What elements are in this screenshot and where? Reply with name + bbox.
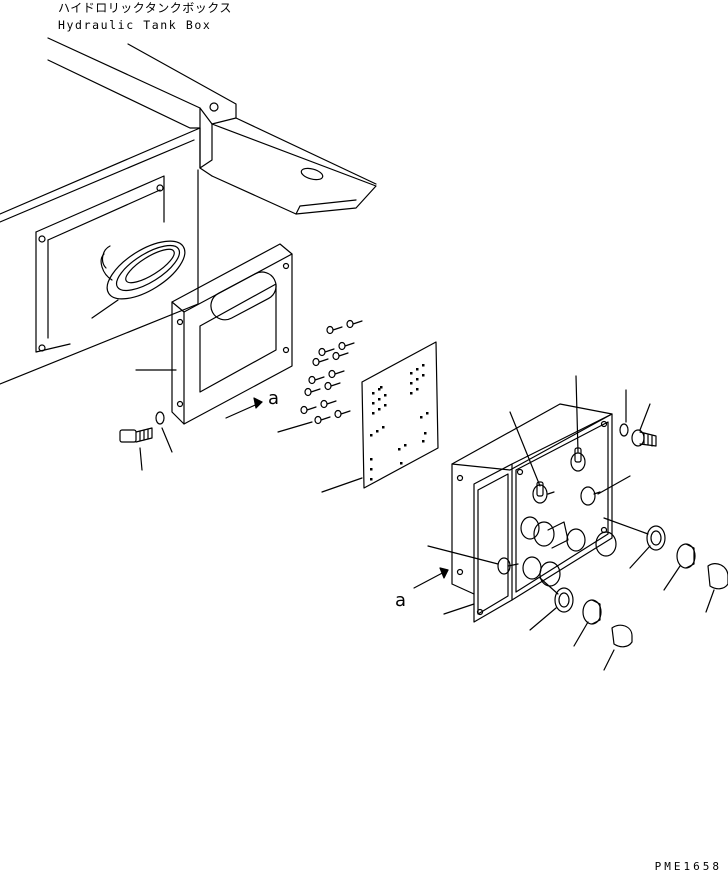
decal-dot (416, 388, 419, 391)
decal-dot (410, 382, 413, 385)
decal-dot (372, 392, 375, 395)
screws-cluster (277, 319, 363, 433)
decal-dot (400, 462, 403, 465)
decal-dot (376, 430, 379, 433)
decal-dot (380, 386, 383, 389)
decal-dot (378, 388, 381, 391)
knob-spacer-right (663, 543, 696, 591)
decal-dot (416, 378, 419, 381)
decal-dot (422, 374, 425, 377)
knob-cap-lower (603, 624, 633, 671)
decal-dot (384, 404, 387, 407)
screw (346, 319, 363, 329)
decal-dot (378, 398, 381, 401)
screw (320, 399, 337, 409)
screw (312, 357, 329, 367)
screw (324, 381, 341, 391)
decal-dot (372, 402, 375, 405)
screw (304, 387, 321, 397)
decal-dot (426, 412, 429, 415)
nut-lower (529, 577, 574, 631)
decal-dot (370, 478, 373, 481)
title-japanese: ハイドロリックタンクボックス (58, 1, 232, 15)
screw (332, 351, 349, 361)
decal-dot (420, 416, 423, 419)
decal-dot (422, 440, 425, 443)
bolt-right (631, 403, 657, 447)
screw (328, 369, 345, 379)
screw (334, 409, 351, 419)
knob-cap-right (705, 563, 728, 613)
hydraulic-tank-box (0, 37, 377, 385)
screw (300, 405, 317, 415)
nut-right (603, 517, 666, 569)
decal-dot (370, 434, 373, 437)
view-marker-upper: a (268, 388, 280, 409)
control-panel-box (427, 375, 631, 623)
decal-dot (370, 458, 373, 461)
screw (314, 415, 331, 425)
view-arrow-a-upper (225, 397, 263, 419)
decal-dot (404, 444, 407, 447)
title-english: Hydraulic Tank Box (58, 18, 212, 32)
view-marker-lower: a (395, 590, 407, 611)
rotary-knobs (497, 516, 617, 587)
decal-dot (378, 408, 381, 411)
toggle-switch (532, 481, 555, 504)
toggle-switch (580, 486, 601, 506)
screw (308, 375, 325, 385)
decal-sheet (321, 341, 439, 493)
reference-code: PME1658 (654, 860, 722, 873)
screw (326, 325, 343, 335)
decal-dot (384, 394, 387, 397)
decal-dot (382, 426, 385, 429)
grommet (100, 240, 186, 300)
view-arrow-a-lower (413, 567, 449, 589)
knob-spacer-lower (573, 599, 602, 647)
decal-dot (410, 372, 413, 375)
bolt-washer-left (119, 411, 173, 471)
washer-right (619, 389, 629, 437)
decal-dot (370, 468, 373, 471)
screw (318, 347, 335, 357)
decal-dot (398, 448, 401, 451)
decal-dot (422, 364, 425, 367)
decal-dot (372, 412, 375, 415)
screw (338, 341, 355, 351)
decal-dot (410, 392, 413, 395)
mounting-plate (135, 243, 293, 425)
decal-dot (424, 432, 427, 435)
decal-dot (416, 368, 419, 371)
